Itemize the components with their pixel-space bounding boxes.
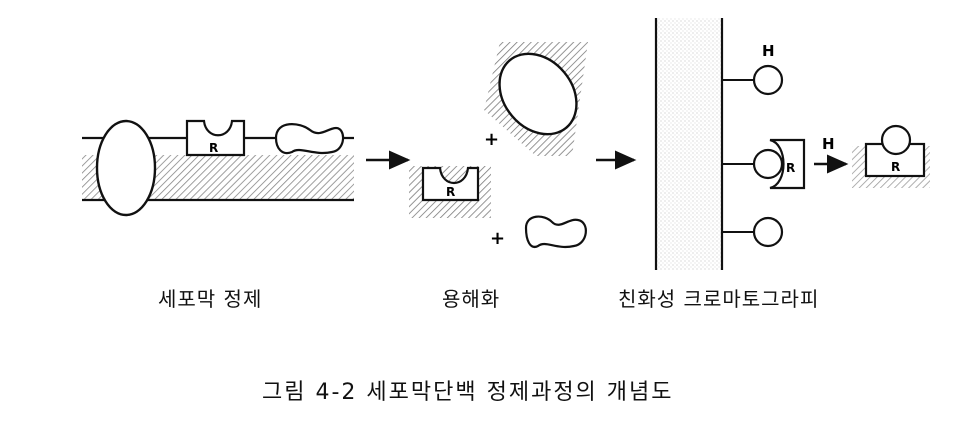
plus-sign-upper: + <box>484 129 499 150</box>
membrane-stage: R <box>82 119 354 217</box>
purified-product: R <box>852 124 930 188</box>
chromatography-stage: H R <box>654 18 806 270</box>
bound-ligand-bottom <box>752 216 784 248</box>
purified-receptor-label: R <box>891 160 900 174</box>
solubilized-bean-protein <box>524 215 587 249</box>
bound-ligand-top <box>752 64 784 96</box>
stage-label-membrane: 세포막 정제 <box>158 287 263 311</box>
transmembrane-protein <box>95 119 157 217</box>
elution-ligand-symbol: H <box>822 135 835 153</box>
membrane-bean-protein <box>274 123 345 155</box>
captured-receptor-protein <box>769 138 806 190</box>
ligand-symbol-top: H <box>762 42 775 60</box>
solubilized-receptor-label: R <box>446 185 455 199</box>
captured-receptor-label: R <box>786 161 795 175</box>
purified-receptor-protein <box>864 142 926 178</box>
stage-label-solubilization: 용해화 <box>442 287 501 311</box>
plus-sign-lower: + <box>490 228 505 249</box>
membrane-receptor-protein <box>185 119 246 157</box>
chromatography-column <box>656 18 722 270</box>
membrane-receptor-label: R <box>209 141 218 155</box>
solubilized-large-protein <box>498 52 578 136</box>
purified-ligand <box>880 124 912 156</box>
solubilization-stage: R + + <box>409 42 588 249</box>
bound-ligand-middle <box>752 148 784 180</box>
stage-label-chromatography: 친화성 크로마토그라피 <box>618 287 820 311</box>
figure-caption: 그림 4-2 세포막단백 정제과정의 개념도 <box>262 380 674 405</box>
solubilized-receptor-protein <box>421 166 480 202</box>
